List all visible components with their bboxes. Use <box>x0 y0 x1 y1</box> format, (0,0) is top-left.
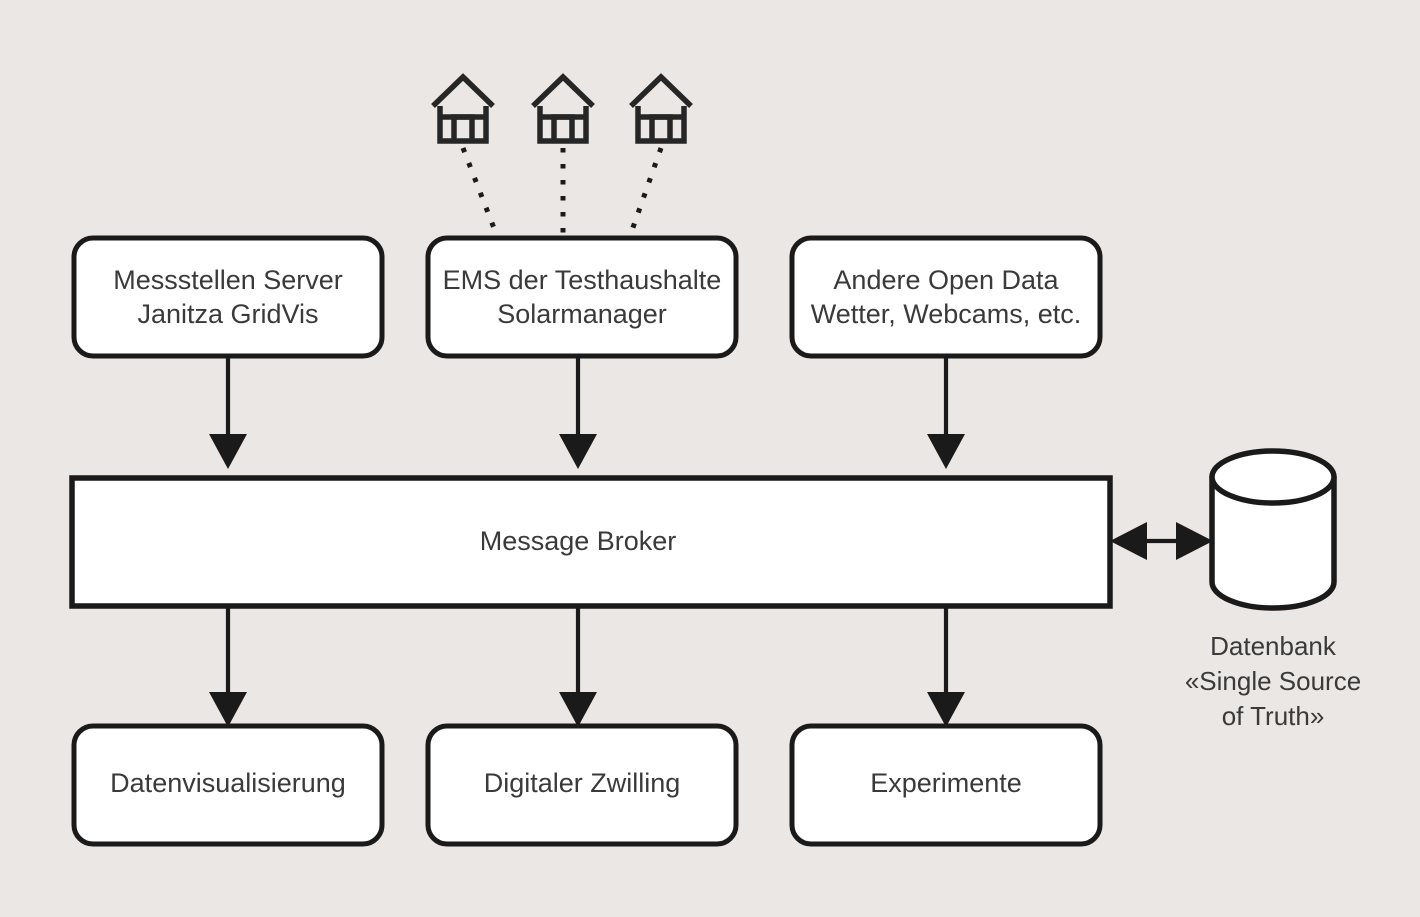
source-box-ems-testhaushalte[interactable]: EMS der Testhaushalte Solarmanager <box>425 235 739 359</box>
database-caption-line3: of Truth» <box>1222 701 1325 731</box>
connector-opendata-to-broker <box>927 358 965 469</box>
house-icon-2 <box>531 73 595 144</box>
connector-messstellen-to-broker <box>209 358 247 469</box>
database-caption-line1: Datenbank <box>1210 631 1337 661</box>
database-cylinder-icon[interactable] <box>1209 448 1337 611</box>
connector-ems-to-broker <box>559 358 597 469</box>
connector-broker-to-digitaler-zwilling <box>559 608 597 727</box>
message-broker-label: Message Broker <box>480 526 677 556</box>
house-icon-3 <box>629 73 693 144</box>
source-label-line1: Messstellen Server <box>113 265 343 295</box>
connector-house-1-to-ems <box>460 147 500 237</box>
source-label-line2: Wetter, Webcams, etc. <box>811 299 1082 329</box>
source-box-andere-open-data[interactable]: Andere Open Data Wetter, Webcams, etc. <box>789 235 1103 359</box>
database-caption-line2: «Single Source <box>1185 666 1361 696</box>
source-label-line1: Andere Open Data <box>833 265 1059 295</box>
consumer-label: Digitaler Zwilling <box>484 768 681 798</box>
consumer-box-experimente[interactable]: Experimente <box>789 723 1103 847</box>
database-caption: Datenbank «Single Source of Truth» <box>1185 631 1361 731</box>
source-label-line2: Solarmanager <box>497 299 667 329</box>
consumer-box-digitaler-zwilling[interactable]: Digitaler Zwilling <box>425 723 739 847</box>
source-label-line1: EMS der Testhaushalte <box>443 265 722 295</box>
consumer-label: Experimente <box>870 768 1022 798</box>
consumer-box-datenvisualisierung[interactable]: Datenvisualisierung <box>71 723 385 847</box>
connector-broker-to-datenvisualisierung <box>209 608 247 727</box>
connector-broker-to-database <box>1110 522 1213 560</box>
source-label-line2: Janitza GridVis <box>137 299 318 329</box>
message-broker-bar[interactable]: Message Broker <box>69 475 1113 609</box>
connector-broker-to-experimente <box>927 608 965 727</box>
house-icon-1 <box>431 73 495 144</box>
connector-house-3-to-ems <box>627 147 664 237</box>
consumer-label: Datenvisualisierung <box>110 768 346 798</box>
source-box-messstellen-server[interactable]: Messstellen Server Janitza GridVis <box>71 235 385 359</box>
